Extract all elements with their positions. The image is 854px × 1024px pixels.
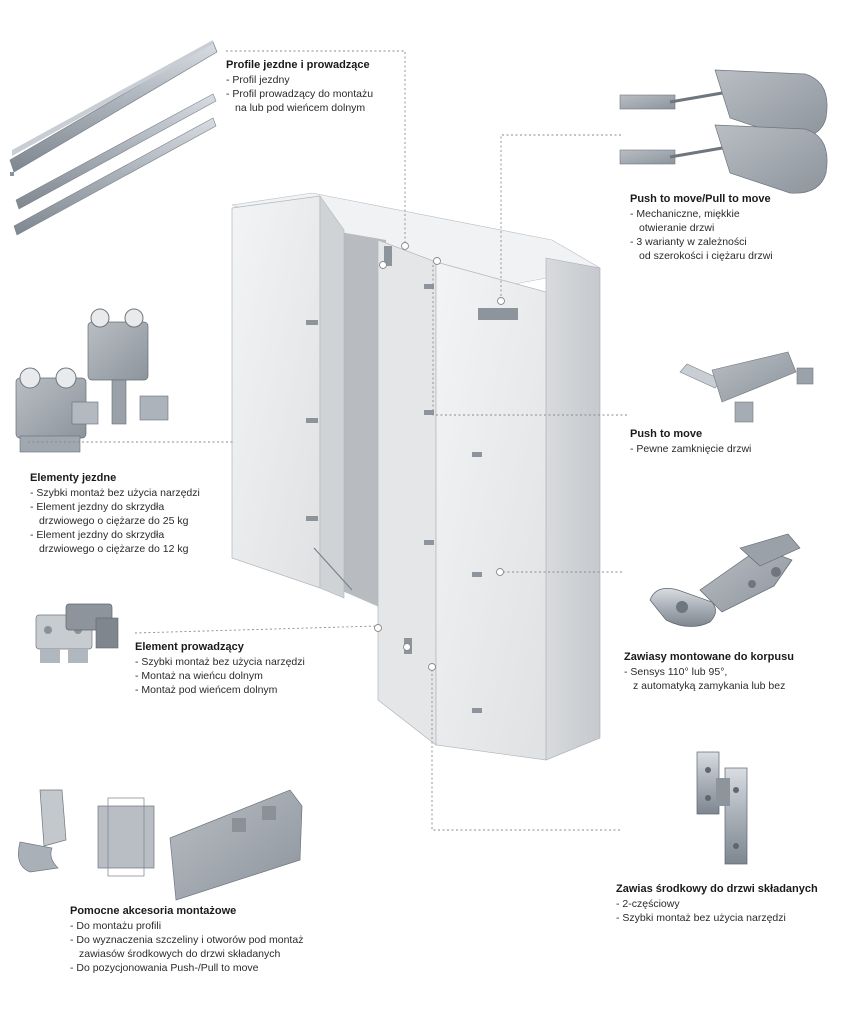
guide-element-image	[35, 603, 119, 663]
callout-accessories: Pomocne akcesoria montażowe Do montażu p…	[70, 904, 303, 975]
callout-guide-element-item: Montaż na wieńcu dolnym	[135, 669, 305, 683]
callout-hinges-item: Sensys 110° lub 95°, z automatyką zamyka…	[624, 665, 794, 693]
callout-guide-element: Element prowadzący Szybki montaż bez uży…	[135, 640, 305, 697]
push-to-move-image	[679, 351, 814, 423]
callout-center-hinge-title: Zawias środkowy do drzwi składanych	[616, 883, 818, 895]
callout-running-elements-item: Element jezdny do skrzydła drzwiowego o …	[30, 528, 200, 556]
callout-push-pull: Push to move/Pull to move Mechaniczne, m…	[630, 192, 773, 263]
callout-running-elements-item: Szybki montaż bez użycia narzędzi	[30, 486, 199, 500]
callout-running-elements-item: Element jezdny do skrzydła drzwiowego o …	[30, 500, 200, 528]
callout-guide-element-item: Szybki montaż bez użycia narzędzi	[135, 655, 304, 669]
callout-push-move: Push to move Pewne zamknięcie drzwi	[630, 427, 751, 456]
callout-push-move-title: Push to move	[630, 428, 703, 440]
callout-running-elements-title: Elementy jezdne	[30, 472, 117, 484]
leader-dots	[374, 242, 505, 671]
callout-push-pull-item: 3 warianty w zależności od szerokości i …	[630, 235, 772, 263]
callout-running-elements: Elementy jezdne Szybki montaż bez użycia…	[30, 471, 200, 556]
callout-profiles-item: Profil jezdny	[226, 73, 373, 87]
callout-accessories-item: Do pozycjonowania Push-/Pull to move	[70, 961, 303, 975]
callout-center-hinge-item: Szybki montaż bez użycia narzędzi	[616, 911, 818, 925]
center-hinge-image	[696, 751, 748, 865]
callout-accessories-item: Do wyznaczenia szczeliny i otworów pod m…	[70, 933, 303, 961]
callout-push-move-item: Pewne zamknięcie drzwi	[630, 442, 751, 456]
callout-hinges: Zawiasy montowane do korpusu Sensys 110°…	[624, 650, 794, 693]
callout-accessories-title: Pomocne akcesoria montażowe	[70, 905, 237, 917]
callout-center-hinge: Zawias środkowy do drzwi składanych 2-cz…	[616, 882, 818, 925]
push-pull-to-move-image	[619, 69, 828, 194]
profile-rails-image	[9, 40, 218, 236]
callout-profiles-item: Profil prowadzący do montażu na lub pod …	[226, 87, 373, 115]
callout-center-hinge-item: 2-częściowy	[616, 897, 818, 911]
hinge-image	[649, 533, 801, 627]
cabinet-image	[231, 192, 601, 761]
callout-push-pull-title: Push to move/Pull to move	[630, 193, 771, 205]
callout-push-pull-item: Mechaniczne, miękkie otwieranie drzwi	[630, 207, 773, 235]
leader-lines	[28, 50, 627, 831]
mounting-accessories-image	[18, 789, 303, 901]
callout-accessories-item: Do montażu profili	[70, 919, 303, 933]
running-elements-image	[15, 308, 169, 453]
callout-guide-element-title: Element prowadzący	[135, 641, 244, 653]
callout-hinges-title: Zawiasy montowane do korpusu	[624, 651, 794, 663]
callout-profiles-title: Profile jezdne i prowadzące	[226, 59, 370, 71]
callout-guide-element-item: Montaż pod wieńcem dolnym	[135, 683, 305, 697]
callout-profiles: Profile jezdne i prowadzące Profil jezdn…	[226, 58, 373, 115]
